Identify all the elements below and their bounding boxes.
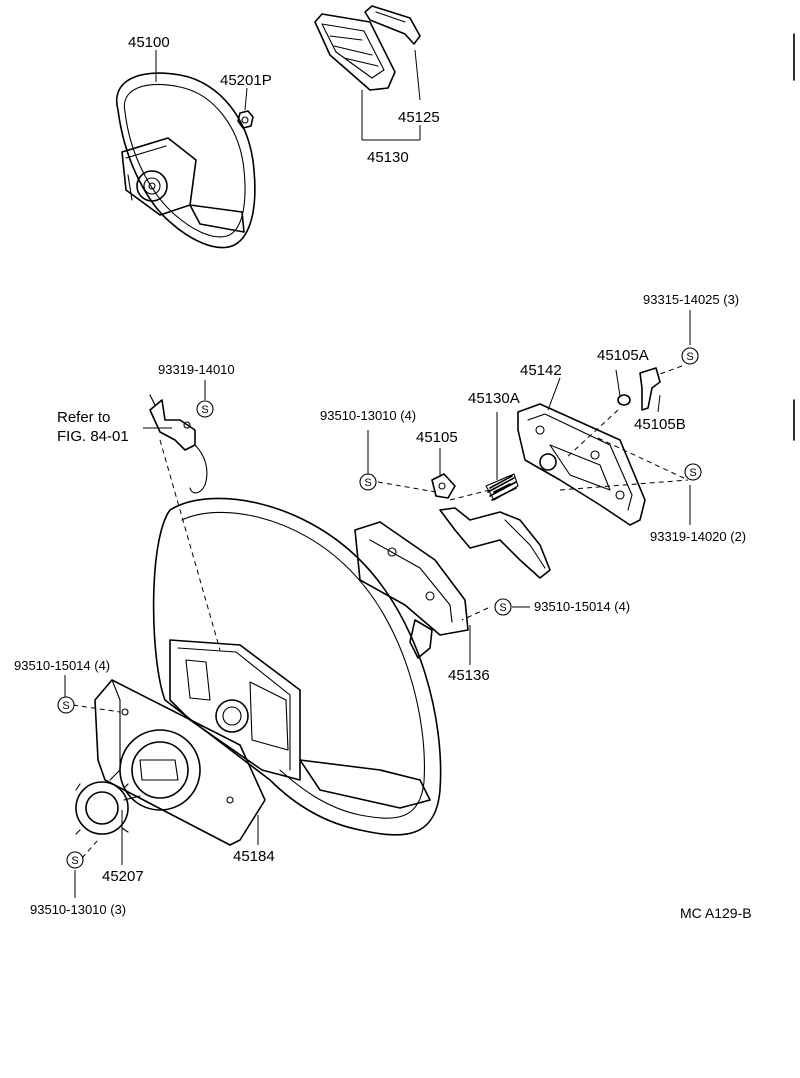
- screw-45105B: [639, 367, 661, 411]
- label-45130: 45130: [367, 149, 409, 166]
- drawing-code: MC A129-B: [680, 905, 752, 921]
- column-cover-45184: [94, 679, 266, 846]
- s-symbol-93510-15014-right: S: [494, 598, 512, 616]
- label-93510-13010-4: 93510-13010 (4): [320, 408, 416, 423]
- svg-text:S: S: [71, 855, 78, 867]
- label-45130A: 45130A: [468, 390, 520, 407]
- washer-45105A: [617, 394, 631, 406]
- label-45207: 45207: [102, 868, 144, 885]
- label-93510-15014-right: 93510-15014 (4): [534, 599, 630, 614]
- refer-to-note: Refer to: [57, 409, 110, 426]
- horn-button-45105: [431, 473, 456, 499]
- s-symbol-93319-14010: S: [196, 400, 214, 418]
- svg-text:S: S: [499, 602, 506, 614]
- s-symbol-93315: S: [681, 347, 699, 365]
- s-symbol-93510-13010-4: S: [359, 473, 377, 491]
- refer-fig-note: FIG. 84-01: [57, 428, 129, 445]
- label-45136: 45136: [448, 667, 490, 684]
- label-45105B: 45105B: [634, 416, 686, 433]
- s-symbol-93319-14020: S: [684, 463, 702, 481]
- label-45184: 45184: [233, 848, 275, 865]
- label-93319-14010: 93319-14010: [158, 362, 235, 377]
- connector-harness: [149, 394, 208, 494]
- s-symbol-93510-13010-3: S: [66, 851, 84, 869]
- svg-text:S: S: [364, 477, 371, 489]
- label-93510-13010-3: 93510-13010 (3): [30, 902, 126, 917]
- label-45201P: 45201P: [220, 72, 272, 89]
- nut-45201P: [237, 110, 254, 129]
- svg-text:S: S: [689, 467, 696, 479]
- label-45125: 45125: [398, 109, 440, 126]
- cancel-cam-45207: [75, 781, 141, 835]
- svg-text:S: S: [201, 404, 208, 416]
- label-45100: 45100: [128, 34, 170, 51]
- steering-wheel-rim-large: [152, 497, 442, 836]
- label-45142: 45142: [520, 362, 562, 379]
- label-93319-14020: 93319-14020 (2): [650, 529, 746, 544]
- label-45105: 45105: [416, 429, 458, 446]
- label-45105A: 45105A: [597, 347, 649, 364]
- horn-plate-45142: [517, 403, 646, 526]
- label-93315-14025: 93315-14025 (3): [643, 292, 739, 307]
- horn-contact-plate-45136: [354, 507, 551, 659]
- s-symbol-93510-15014-left: S: [57, 696, 75, 714]
- horn-pad-45130: [314, 5, 421, 91]
- svg-text:S: S: [686, 351, 693, 363]
- svg-text:S: S: [62, 700, 69, 712]
- label-93510-15014-left: 93510-15014 (4): [14, 658, 110, 673]
- spring-45130A: [485, 473, 519, 501]
- steering-wheel-assembly-small: [115, 72, 256, 249]
